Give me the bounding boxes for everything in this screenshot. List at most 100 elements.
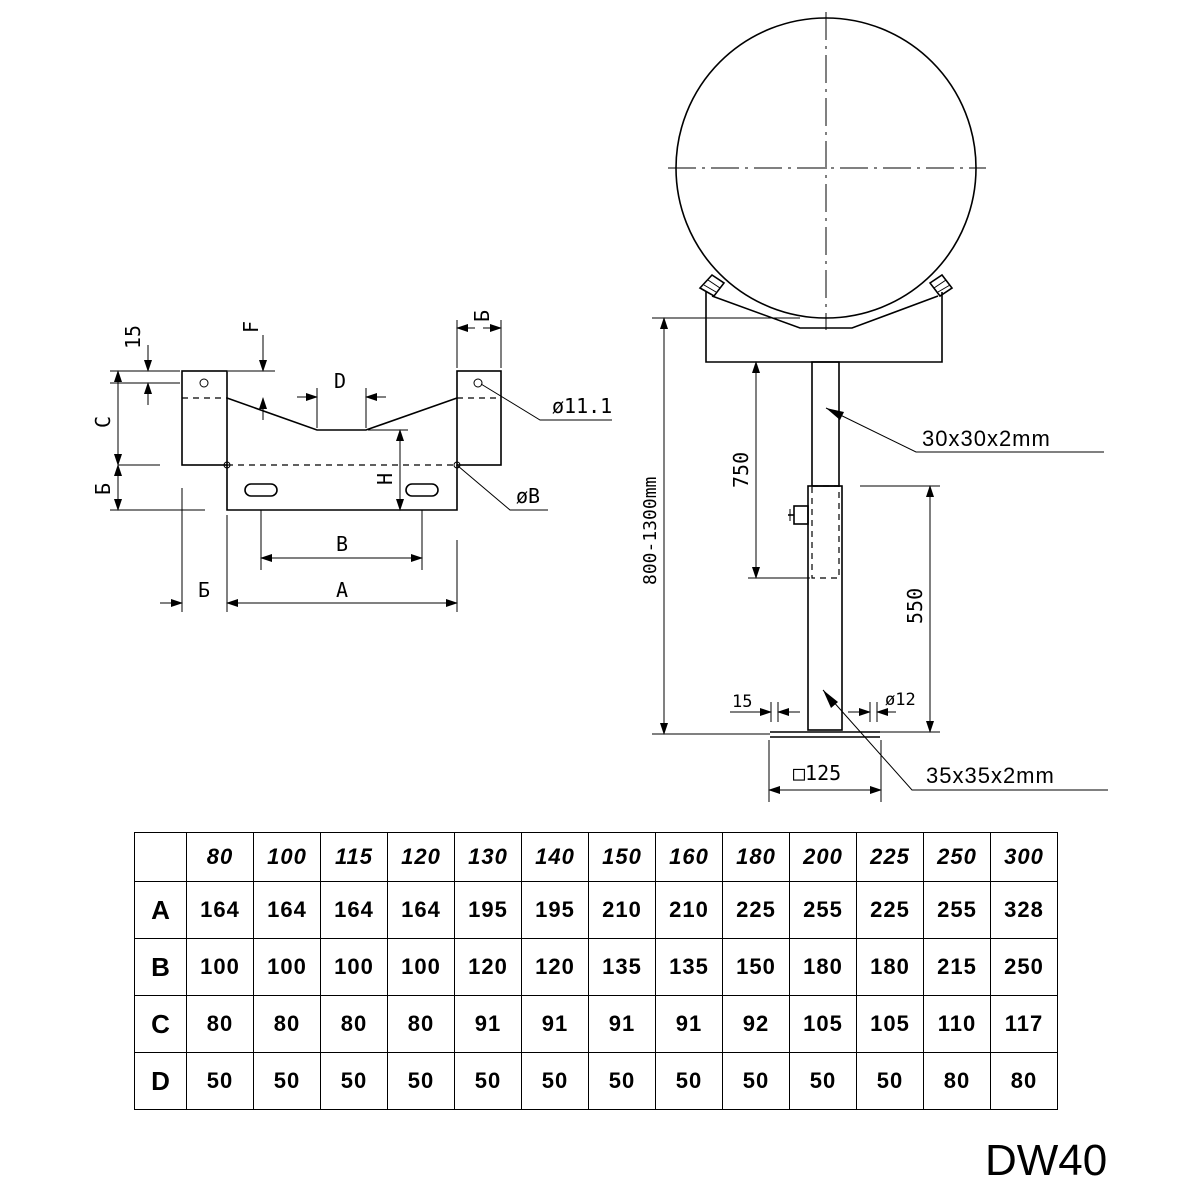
table-cell: 164 xyxy=(253,881,321,939)
stand-detail: 800-1300mm 750 550 15 ø12 □125 xyxy=(640,12,1108,802)
table-cell: 50 xyxy=(722,1052,790,1110)
table-cell: 100 xyxy=(387,938,455,996)
dim-15-label: 15 xyxy=(121,325,145,349)
table-cell: 100 xyxy=(186,938,254,996)
locking-bolt xyxy=(788,505,809,525)
table-cell: 225 xyxy=(856,881,924,939)
table-cell: 135 xyxy=(588,938,656,996)
bracket-right-hole xyxy=(473,378,483,388)
table-cell: 225 xyxy=(722,881,790,939)
table-cell: 50 xyxy=(856,1052,924,1110)
dim-12-base-label: ø12 xyxy=(885,690,916,710)
table-cell: 50 xyxy=(186,1052,254,1110)
table-cell: 50 xyxy=(655,1052,723,1110)
table-row: D 50 50 50 50 50 50 50 50 50 50 50 80 80 xyxy=(134,1052,1058,1110)
table-header-cell: 225 xyxy=(856,832,924,882)
table-header-cell: 160 xyxy=(655,832,723,882)
bracket-left-slot xyxy=(244,483,278,497)
table-cell: 91 xyxy=(521,995,589,1053)
table-cell: 255 xyxy=(789,881,857,939)
table-cell: 195 xyxy=(454,881,522,939)
bracket-left-hole xyxy=(199,378,209,388)
dim-B-label: B xyxy=(336,532,348,556)
lower-profile-label: 35x35x2mm xyxy=(926,763,1055,788)
table-cell: 91 xyxy=(655,995,723,1053)
table-cell: 210 xyxy=(655,881,723,939)
dim-height-range-label: 800-1300mm xyxy=(640,477,661,585)
table-header-cell: 180 xyxy=(722,832,790,882)
table-cell: 91 xyxy=(454,995,522,1053)
table-row-label: C xyxy=(134,995,187,1053)
table-cell: 110 xyxy=(923,995,991,1053)
table-cell: 135 xyxy=(655,938,723,996)
table-header-cell: 150 xyxy=(588,832,656,882)
table-cell: 91 xyxy=(588,995,656,1053)
table-cell: 50 xyxy=(387,1052,455,1110)
table-cell: 210 xyxy=(588,881,656,939)
table-header-cell: 140 xyxy=(521,832,589,882)
dim-F-label: F xyxy=(239,321,263,333)
table-cell: 328 xyxy=(990,881,1058,939)
table-cell: 180 xyxy=(789,938,857,996)
table-cell: 80 xyxy=(186,995,254,1053)
table-cell: 105 xyxy=(856,995,924,1053)
table-row: B 100 100 100 100 120 120 135 135 150 18… xyxy=(134,938,1058,996)
dim-B-hole-label: øB xyxy=(516,484,540,508)
technical-drawing: 15 F Б C Б D ø11.1 H xyxy=(91,12,1108,802)
model-label: DW40 xyxy=(985,1136,1108,1185)
table-cell: 117 xyxy=(990,995,1058,1053)
table-cell: 164 xyxy=(186,881,254,939)
table-cell: 92 xyxy=(722,995,790,1053)
dim-750-label: 750 xyxy=(729,452,753,488)
bracket-right-slot xyxy=(405,483,439,497)
table-row-label: A xyxy=(134,881,187,939)
dim-Б-left-label: Б xyxy=(91,483,115,495)
table-cell: 105 xyxy=(789,995,857,1053)
table-header-cell: 80 xyxy=(186,832,254,882)
table-cell: 250 xyxy=(990,938,1058,996)
dim-D-label: D xyxy=(334,369,346,393)
table-cell: 80 xyxy=(320,995,388,1053)
table-cell: 150 xyxy=(722,938,790,996)
table-cell: 120 xyxy=(454,938,522,996)
dim-15-base-label: 15 xyxy=(732,692,752,712)
table-cell: 50 xyxy=(454,1052,522,1110)
table-cell: 50 xyxy=(588,1052,656,1110)
dim-550-label: 550 xyxy=(903,588,927,624)
table-header-cell: 250 xyxy=(923,832,991,882)
table-cell: 255 xyxy=(923,881,991,939)
table-cell: 80 xyxy=(923,1052,991,1110)
table-cell: 100 xyxy=(253,938,321,996)
table-row-label: B xyxy=(134,938,187,996)
table-row: A 164 164 164 164 195 195 210 210 225 25… xyxy=(134,881,1058,939)
table-cell: 50 xyxy=(320,1052,388,1110)
dim-H-label: H xyxy=(373,473,397,485)
table-header-cell: 100 xyxy=(253,832,321,882)
dim-Б-top-label: Б xyxy=(470,310,494,322)
stand-saddle xyxy=(705,292,943,363)
table-cell: 195 xyxy=(521,881,589,939)
bracket-left-ear xyxy=(181,370,228,466)
table-cell: 164 xyxy=(320,881,388,939)
table-corner-cell xyxy=(134,832,187,882)
table-header-row: 80 100 115 120 130 140 150 160 180 200 2… xyxy=(134,832,1058,882)
table-cell: 120 xyxy=(521,938,589,996)
bracket-right-ear xyxy=(456,370,502,466)
table-cell: 50 xyxy=(253,1052,321,1110)
table-cell: 80 xyxy=(387,995,455,1053)
upper-profile-label: 30x30x2mm xyxy=(922,426,1051,451)
table-cell: 80 xyxy=(990,1052,1058,1110)
upper-post xyxy=(811,361,840,487)
table-header-cell: 115 xyxy=(320,832,388,882)
table-header-cell: 300 xyxy=(990,832,1058,882)
bracket-saddle xyxy=(226,397,458,431)
dim-hole-label: ø11.1 xyxy=(552,394,612,418)
table-cell: 50 xyxy=(521,1052,589,1110)
bracket-detail: 15 F Б C Б D ø11.1 H xyxy=(91,310,612,612)
dim-Б-bottom-label: Б xyxy=(198,578,210,602)
table-cell: 164 xyxy=(387,881,455,939)
table-cell: 50 xyxy=(789,1052,857,1110)
table-cell: 215 xyxy=(923,938,991,996)
table-header-cell: 200 xyxy=(789,832,857,882)
table-cell: 100 xyxy=(320,938,388,996)
